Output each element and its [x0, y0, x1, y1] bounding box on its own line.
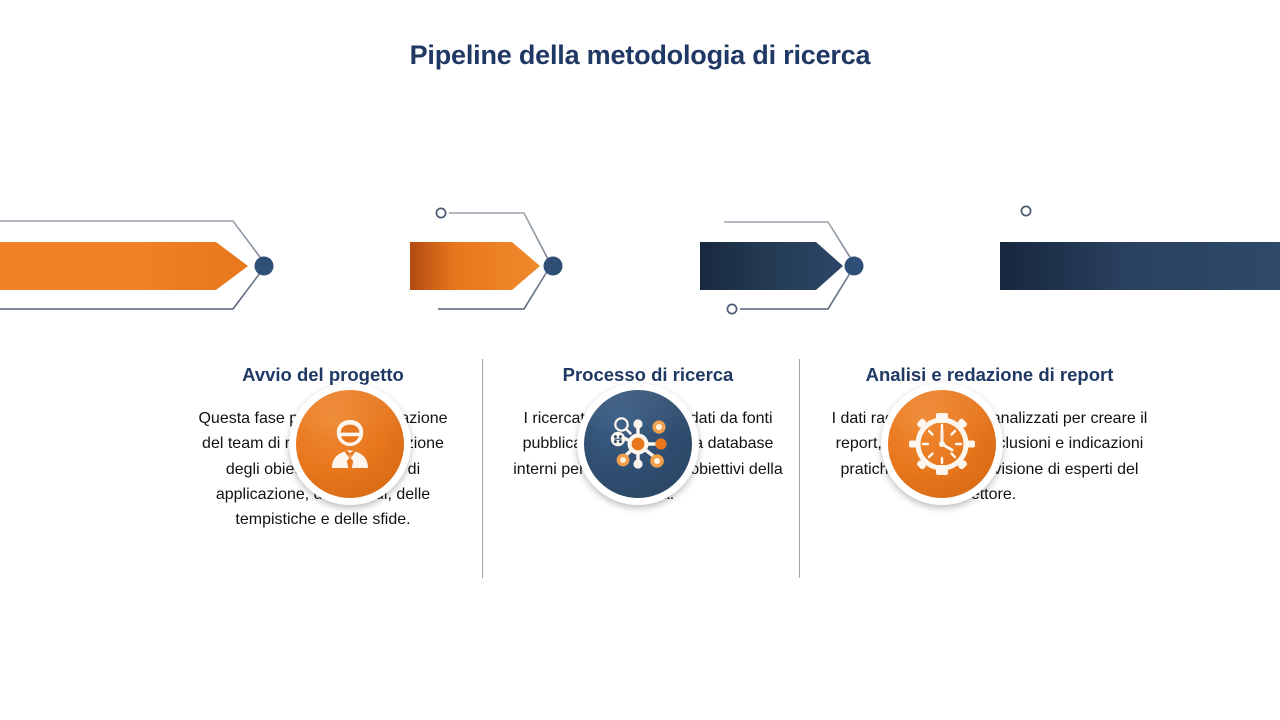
connector-segment-1 [0, 220, 274, 310]
pipeline-diagram [0, 180, 1280, 505]
connector-node-icon [435, 207, 447, 219]
pipeline-connectors [0, 205, 1280, 315]
page-title: Pipeline della metodologia di ricerca [409, 40, 871, 70]
column-divider [482, 359, 483, 578]
search-icon [614, 417, 632, 435]
pipeline-step-2[interactable] [577, 383, 699, 505]
connector-segment-4 [1000, 205, 1280, 301]
step-heading-2: Processo di ricerca [562, 364, 734, 385]
step-heading-1: Avvio del progetto [242, 364, 404, 385]
connector-dot [254, 256, 274, 276]
pipeline-step-1[interactable] [289, 383, 411, 505]
connector-dot [543, 256, 563, 276]
connector-node-icon [1020, 205, 1032, 217]
research-network-icon [610, 417, 667, 469]
column-divider [799, 359, 800, 578]
stopwatch-icon [909, 413, 975, 475]
connector-node-icon [726, 303, 738, 315]
connector-segment-3 [700, 221, 864, 315]
pipeline-step-3[interactable] [881, 383, 1003, 505]
businessperson-icon [332, 420, 368, 471]
connector-dot [844, 256, 864, 276]
step-heading-3: Analisi e redazione di report [865, 364, 1114, 385]
connector-segment-2 [410, 207, 563, 310]
